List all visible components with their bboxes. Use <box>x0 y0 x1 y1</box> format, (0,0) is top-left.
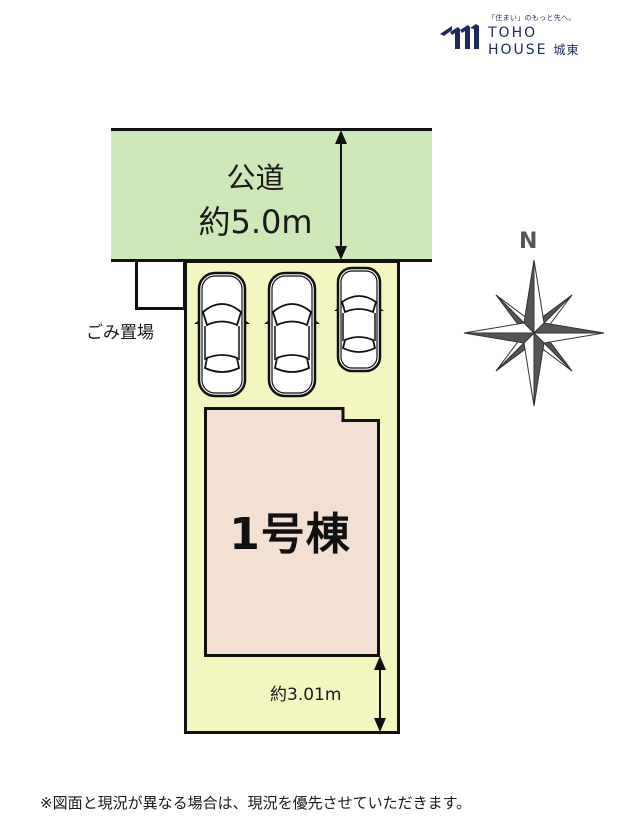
car-icon <box>194 271 250 398</box>
public-road: 公道 約5.0m <box>111 128 432 262</box>
logo-name-line2: HOUSE 城東 <box>488 41 580 58</box>
garbage-area <box>135 262 186 310</box>
company-logo: 「住まい」のもっと先へ。 TOHO HOUSE 城東 <box>438 10 608 60</box>
building-1-label: 1号棟 <box>229 509 351 560</box>
logo-tagline: 「住まい」のもっと先へ。 <box>488 14 576 22</box>
setback-dimension-label: 約3.01m <box>270 685 342 705</box>
logo-name-line1: TOHO <box>488 25 538 41</box>
north-label: N <box>519 229 538 254</box>
car-icon <box>264 271 320 398</box>
road-name-label: 公道 <box>226 161 285 195</box>
setback-arrow-icon <box>374 656 386 732</box>
road-width-arrow-icon <box>335 130 347 260</box>
house-stripes-logo-icon <box>440 24 479 49</box>
logo-house-text: HOUSE <box>488 42 548 58</box>
compact-car-icon <box>334 266 384 373</box>
garbage-area-label: ごみ置場 <box>86 323 154 343</box>
building-1-footprint <box>204 407 380 657</box>
disclaimer-note: ※図面と現況が異なる場合は、現況を優先させていただきます。 <box>40 794 472 812</box>
road-width-label: 約5.0m <box>198 203 313 241</box>
logo-branch: 城東 <box>553 43 580 57</box>
compass-rose-icon <box>463 259 605 407</box>
